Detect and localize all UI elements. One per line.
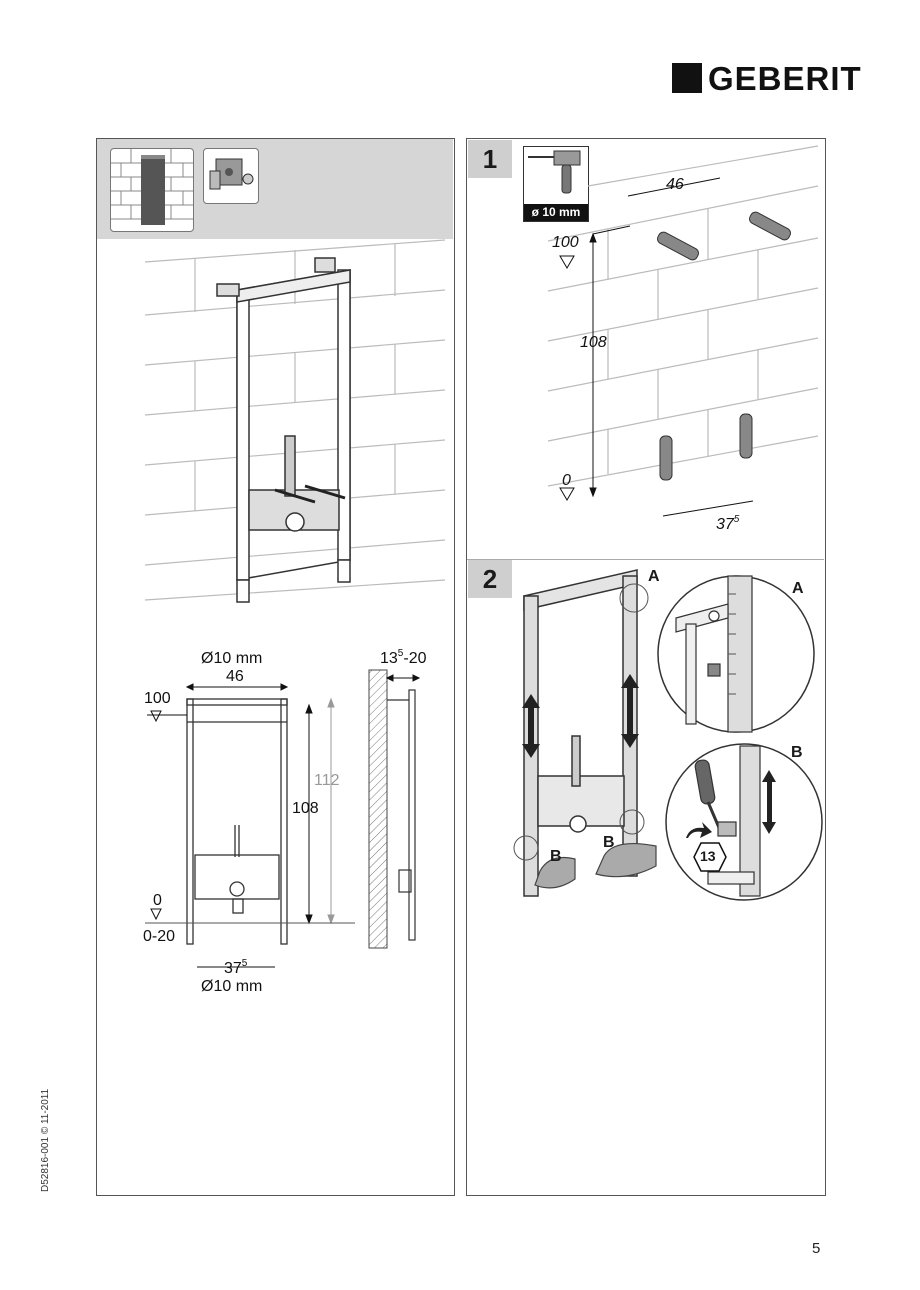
brand-square-mark [672,63,702,93]
drill-diameter-label: ø 10 mm [524,204,588,221]
brick-wall-thumbnail [110,148,194,232]
detail-a-label: A [792,580,804,597]
drill-diameter-top-label: Ø10 mm [201,650,263,667]
drill-icon [528,150,581,194]
frame-perspective-drawing [144,239,446,603]
step-2-frame-drawing [513,569,657,897]
range-0-20-label: 0-20 [143,928,176,945]
callout-b-left: B [550,848,562,865]
height-108-label: 108 [292,800,319,817]
bracket-thumbnail [203,148,259,204]
step1-dim-100: 100 [552,234,579,251]
height-112-label: 112 [314,772,340,789]
detail-a-magnifier [657,575,815,733]
step-1-wall-drawing [547,145,819,517]
frame-front-view [145,683,355,968]
step1-dim-108: 108 [580,334,607,351]
drill-diameter-bottom-label: Ø10 mm [201,978,263,995]
step1-dim-46: 46 [666,176,684,193]
step-1-number: 1 [468,140,512,178]
width-375-label: 375 [224,958,248,977]
detail-b-magnifier [665,743,823,901]
callout-b-right: B [603,834,615,851]
drill-icon-box: ø 10 mm [523,146,589,222]
step-2-number: 2 [468,560,512,598]
width-46-label: 46 [226,668,244,685]
frame-side-view [368,669,421,949]
step-divider [467,559,824,560]
document-code: D52816-001 © 11-2011 [40,1088,51,1192]
step1-dim-0: 0 [562,472,571,489]
level-0-label: 0 [153,892,162,909]
level-100-label: 100 [144,690,171,707]
brand-logo: GEBERIT [672,58,862,98]
wrench-size-label: 13 [700,848,716,864]
step1-dim-375: 375 [716,514,740,533]
page-number: 5 [812,1240,821,1257]
callout-a: A [648,568,660,585]
detail-b-label: B [791,744,803,761]
wall-offset-label: 135-20 [380,648,427,667]
wrench-size-hexagon [693,842,727,872]
brand-name: GEBERIT [708,59,862,97]
